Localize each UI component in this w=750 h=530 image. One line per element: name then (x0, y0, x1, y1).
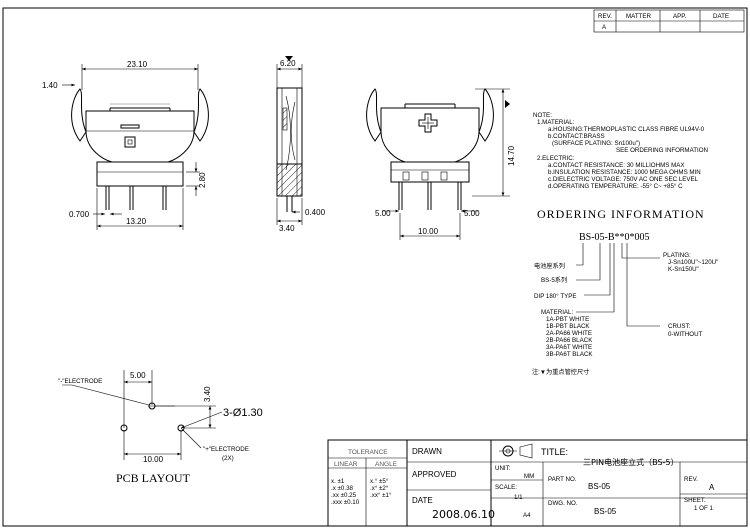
dim-pitch-total: 10.00 (418, 227, 439, 236)
ordering-crust-heading: CRUST: (668, 323, 691, 330)
ordering-plating: J-Sn100U"~120U" (668, 259, 718, 266)
note-material-line: a.HOUSING:THERMOPLASTIC CLASS FIBRE UL94… (548, 126, 705, 133)
dim-height-total: 14.70 (507, 145, 516, 166)
back-view: 14.70 5.00 5.00 10.00 (366, 88, 516, 240)
date-label: DATE (412, 496, 433, 505)
pcb-dim-side: 3.40 (203, 386, 212, 402)
ordering-material: 3A-PA6T WHITE (546, 344, 592, 351)
pcb-dim-bottom: 10.00 (143, 455, 164, 464)
rev-label: REV. (684, 476, 698, 483)
linear-row: x. ±1 (331, 478, 345, 485)
ordering-title: ORDERING INFORMATION (537, 207, 705, 221)
ordering-material-heading: MATERIAL: (541, 309, 573, 316)
ordering-material: 2B-PA66 BLACK (546, 337, 593, 344)
part-no-value: BS-05 (588, 482, 611, 491)
linear-heading: LINEAR (334, 461, 358, 468)
ordering-footnote: 注:▼为重点管控尺寸 (532, 368, 589, 376)
date-value: 2008.06.10 (432, 508, 495, 521)
pcb-layout: "-"ELECTRODE 5.00 3.40 3-Ø1.30 10.00 "+"… (58, 370, 263, 485)
dim-pitch-right: 5.00 (464, 209, 480, 218)
note-electric-line: a.CONTACT RESISTANCE: 30 MILLIOHMS MAX (548, 162, 685, 169)
rev-label-value: A (709, 483, 715, 492)
revision-table: REV. MATTER APP. DATE A (593, 9, 745, 33)
note-electric-line: c.DIELECTRIC VOLTAGE: 750V AC ONE SEC LE… (548, 176, 699, 183)
note-material-line: b.CONTACT:BRASS (548, 133, 605, 140)
linear-row: .x ±0.38 (331, 485, 354, 492)
sheet-label: SHEET. (684, 497, 706, 504)
side-view: 6.20 0.400 3.40 (276, 56, 326, 233)
title-label: TITLE: (541, 447, 568, 457)
pcb-pos-electrode: "+"ELECTRODE (203, 446, 249, 453)
rev-header: REV. (598, 13, 612, 20)
ordering-material: 2A-PA66 WHITE (546, 330, 592, 337)
holder-base (96, 161, 184, 187)
unit-label: UNIT: (495, 465, 511, 472)
pcb-holes: 3-Ø1.30 (223, 407, 263, 419)
ordering-material: 3B-PA6T BLACK (546, 351, 593, 358)
pcb-title: PCB LAYOUT (116, 471, 191, 485)
angle-row: .x° ±2° (370, 485, 389, 492)
dim-side-pin: 0.400 (305, 208, 326, 217)
ordering-information: ORDERING INFORMATION BS-05-B**0*005 电池座系… (532, 207, 718, 376)
date-header: DATE (713, 13, 729, 20)
ordering-material: 1A-PBT WHITE (546, 316, 589, 323)
app-header: APP. (673, 13, 687, 20)
scale-value: 1/1 (514, 494, 523, 501)
dim-side-top: 6.20 (280, 59, 296, 68)
linear-row: .xxx ±0.10 (331, 499, 360, 506)
tolerance-heading: TOLERANCE (348, 449, 388, 456)
dim-left-offset: 1.40 (42, 81, 58, 90)
rev-value: A (602, 24, 607, 31)
notes: NOTE: 1.MATERIAL: a.HOUSING:THERMOPLASTI… (533, 112, 708, 190)
ordering-plating: K-Sn150U" (668, 266, 699, 273)
ordering-material: 1B-PBT BLACK (546, 323, 590, 330)
front-view: 23.10 1.40 2.80 0.700 (42, 60, 209, 230)
ordering-crust: 0-WITHOUT (668, 331, 703, 338)
drawn-label: DRAWN (412, 447, 442, 456)
holder-body (85, 110, 195, 163)
note-electric-heading: 2.ELECTRIC: (537, 155, 575, 162)
dwg-no-value: BS-05 (594, 507, 617, 516)
note-electric-line: d.OPERATING TEMPERATURE: -55° C~ +85° C (548, 183, 683, 190)
projection-symbol-icon (499, 443, 533, 459)
approved-label: APPROVED (412, 470, 457, 479)
ordering-series: BS-5系列 (541, 276, 567, 284)
sheet-value: 1 OF 1 (694, 505, 713, 512)
linear-row: .xx ±0.25 (331, 492, 357, 499)
note-material-line: (SURFACE PLATING: Sn100u") (552, 140, 640, 147)
title-value: 三PIN电池座立式（BS-5） (583, 457, 679, 467)
ordering-plating-heading: PLATING: (663, 252, 691, 259)
dim-pitch-left: 5.00 (375, 209, 391, 218)
dim-pin-left: 0.700 (69, 210, 90, 219)
part-no-label: PART NO. (548, 476, 577, 483)
note-material-line: SEE ORDERING INFORMATION (616, 147, 708, 154)
angle-heading: ANGLE (375, 461, 398, 468)
note-heading: NOTE: (533, 112, 552, 119)
right-arm (193, 88, 209, 142)
cross-mark (418, 113, 438, 133)
pcb-pos-count: (2X) (222, 455, 234, 462)
ordering-series-cn: 电池座系列 (534, 262, 565, 270)
left-arm (71, 88, 87, 142)
dim-height-small: 2.80 (198, 172, 207, 188)
angle-row: .xx° ±1° (370, 492, 392, 499)
pcb-dim-top: 5.00 (130, 371, 146, 380)
ordering-code: BS-05-B**0*005 (579, 232, 650, 243)
matter-header: MATTER (626, 13, 652, 20)
scale-label: SCALE: (495, 484, 517, 491)
dim-width-top: 23.10 (127, 60, 148, 69)
unit-value: MM (524, 473, 534, 480)
note-material-heading: 1.MATERIAL: (537, 119, 575, 126)
pcb-neg-electrode: "-"ELECTRODE (58, 378, 102, 385)
dim-base-width: 13.20 (126, 217, 147, 226)
title-block: TOLERANCE LINEAR ANGLE x. ±1 .x ±0.38 .x… (327, 439, 748, 527)
ordering-dip: DIP 180° TYPE (534, 293, 577, 300)
angle-row: x.° ±5° (370, 478, 389, 485)
dim-side-base: 3.40 (279, 224, 295, 233)
size-value: A4 (523, 512, 531, 519)
note-electric-line: b.INSULATION RESISTANCE: 1000 MEGA OHMS … (548, 169, 701, 176)
dwg-no-label: DWG. NO. (548, 500, 578, 507)
